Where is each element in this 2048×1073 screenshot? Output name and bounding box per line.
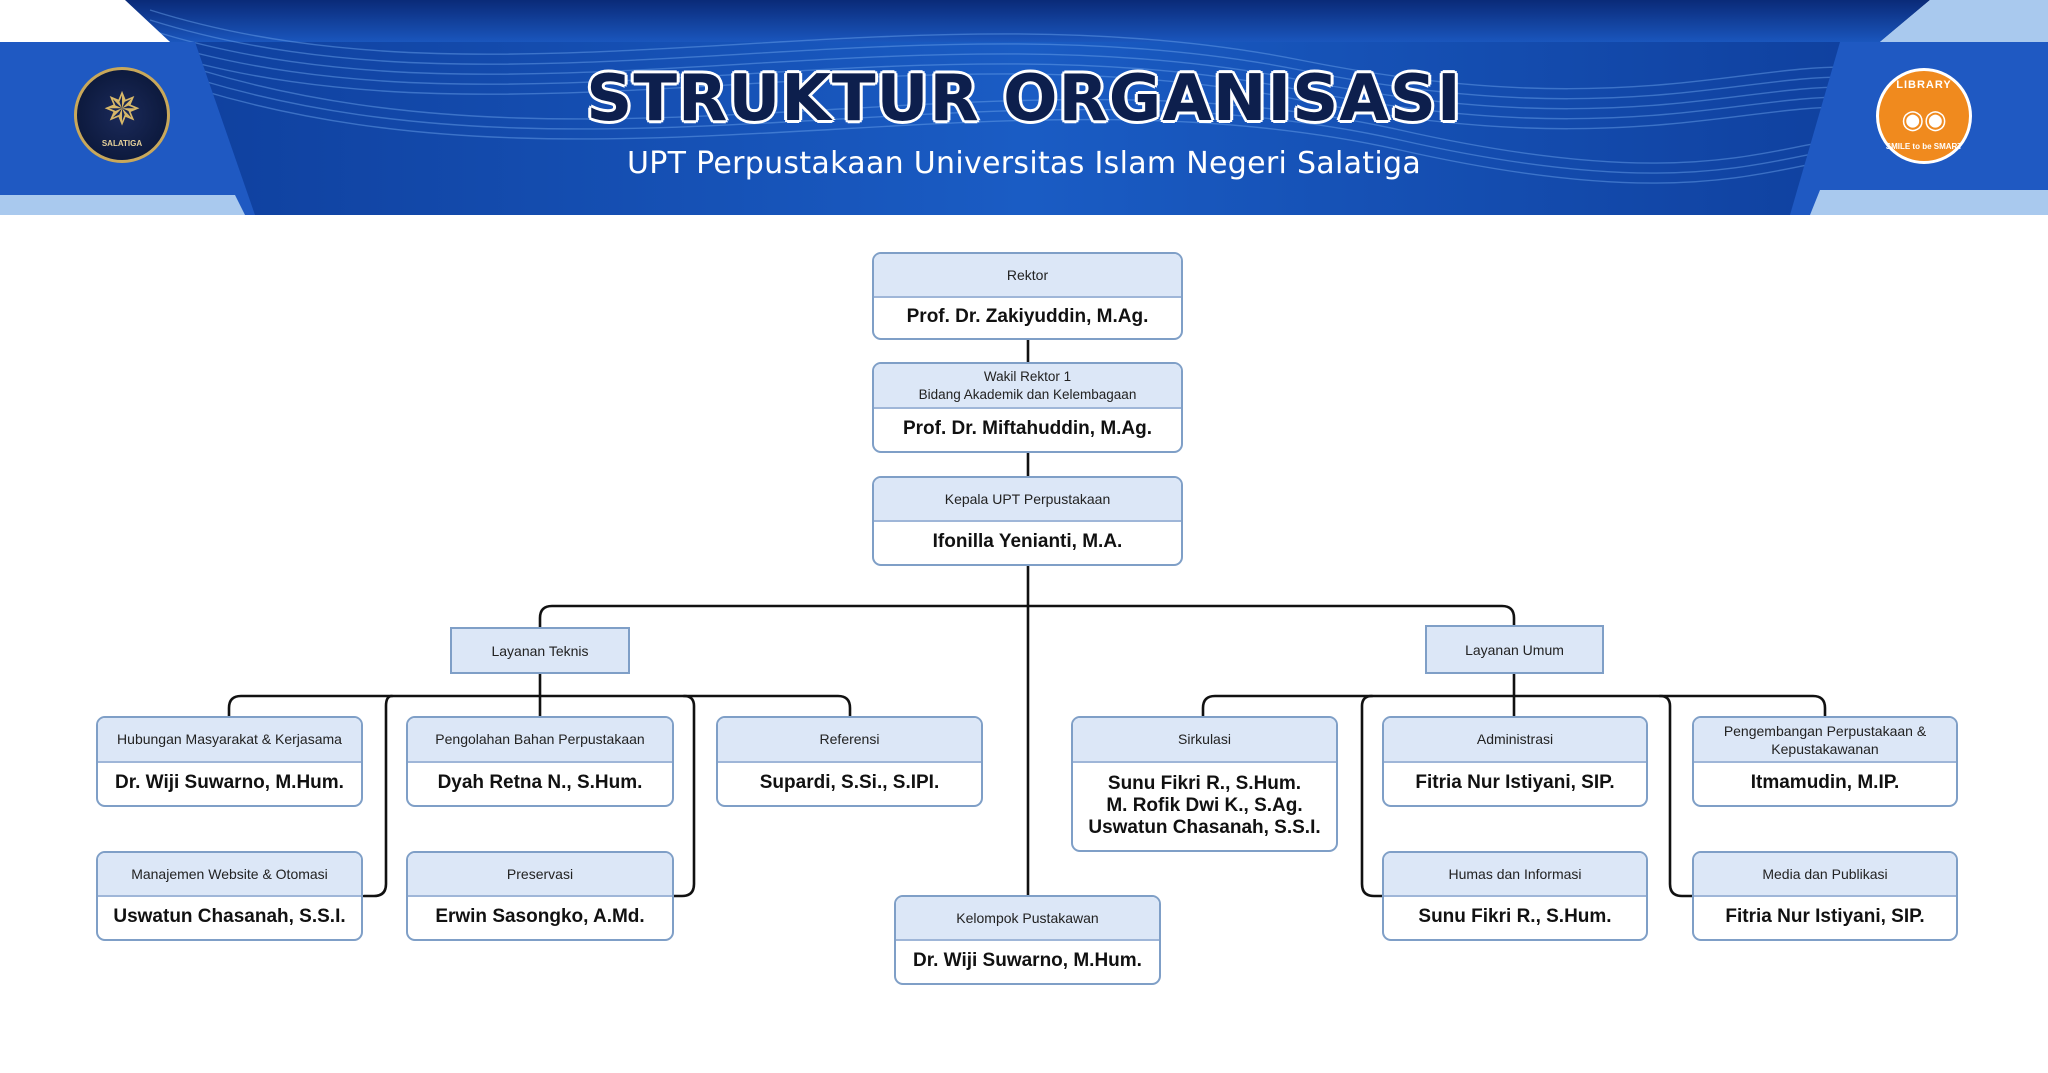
node-wakil-rektor: Wakil Rektor 1 Bidang Akademik dan Kelem… (872, 362, 1183, 453)
node-role: Pengembangan Perpustakaan & Kepustakawan… (1694, 718, 1956, 763)
node-role: Sirkulasi (1073, 718, 1336, 763)
person-name: Fitria Nur Istiyani, SIP. (1415, 772, 1615, 793)
person-name: M. Rofik Dwi K., S.Ag. (1106, 794, 1303, 816)
node-role: Wakil Rektor 1 Bidang Akademik dan Kelem… (874, 364, 1181, 409)
node-manajemen-website: Manajemen Website & Otomasi Uswatun Chas… (96, 851, 363, 941)
node-names: Dr. Wiji Suwarno, M.Hum. (896, 939, 1159, 983)
node-kepala-upt: Kepala UPT Perpustakaan Ifonilla Yeniant… (872, 476, 1183, 566)
node-kelompok-pustakawan: Kelompok Pustakawan Dr. Wiji Suwarno, M.… (894, 895, 1161, 985)
node-names: Sunu Fikri R., S.Hum. M. Rofik Dwi K., S… (1073, 761, 1336, 850)
person-name: Uswatun Chasanah, S.S.I. (1088, 816, 1321, 838)
person-name: Prof. Dr. Miftahuddin, M.Ag. (902, 418, 1153, 439)
header-banner: ✵ SALATIGA LIBRARY ◉◉ SMILE to be SMART … (0, 0, 2048, 215)
node-role: Preservasi (408, 853, 672, 897)
node-names: Itmamudin, M.IP. (1694, 761, 1956, 805)
person-name: Ifonilla Yenianti, M.A. (932, 531, 1123, 552)
node-role: Humas dan Informasi (1384, 853, 1646, 897)
node-names: Supardi, S.Si., S.IPI. (718, 761, 981, 805)
uin-salatiga-logo: ✵ SALATIGA (74, 67, 170, 163)
node-names: Sunu Fikri R., S.Hum. (1384, 895, 1646, 939)
node-role: Media dan Publikasi (1694, 853, 1956, 897)
node-names: Ifonilla Yenianti, M.A. (874, 520, 1181, 564)
node-preservasi: Preservasi Erwin Sasongko, A.Md. (406, 851, 674, 941)
connector-teknis-col1 (362, 694, 394, 898)
node-humas-informasi: Humas dan Informasi Sunu Fikri R., S.Hum… (1382, 851, 1648, 941)
star-emblem-icon: ✵ (102, 83, 142, 135)
node-names: Prof. Dr. Miftahuddin, M.Ag. (874, 407, 1181, 451)
section-layanan-teknis: Layanan Teknis (450, 627, 630, 674)
node-pengolahan: Pengolahan Bahan Perpustakaan Dyah Retna… (406, 716, 674, 807)
person-name: Prof. Dr. Zakiyuddin, M.Ag. (906, 306, 1149, 327)
node-names: Fitria Nur Istiyani, SIP. (1384, 761, 1646, 805)
node-pengembangan: Pengembangan Perpustakaan & Kepustakawan… (1692, 716, 1958, 807)
header-background (0, 0, 2048, 215)
person-name: Itmamudin, M.IP. (1750, 772, 1900, 793)
node-role: Manajemen Website & Otomasi (98, 853, 361, 897)
node-role: Kepala UPT Perpustakaan (874, 478, 1181, 522)
page-title: STRUKTUR ORGANISASI (586, 62, 1462, 136)
node-role: Administrasi (1384, 718, 1646, 763)
library-logo: LIBRARY ◉◉ SMILE to be SMART (1876, 68, 1972, 164)
node-referensi: Referensi Supardi, S.Si., S.IPI. (716, 716, 983, 807)
page-subtitle: UPT Perpustakaan Universitas Islam Neger… (626, 146, 1422, 181)
node-names: Uswatun Chasanah, S.S.I. (98, 895, 361, 939)
node-sirkulasi: Sirkulasi Sunu Fikri R., S.Hum. M. Rofik… (1071, 716, 1338, 852)
logo-right-bottom-text: SMILE to be SMART (1885, 142, 1963, 151)
person-name: Sunu Fikri R., S.Hum. (1107, 772, 1302, 794)
person-name: Supardi, S.Si., S.IPI. (759, 772, 940, 793)
connector-umum-col2 (1658, 694, 1694, 898)
logo-left-text: SALATIGA (101, 139, 143, 148)
node-names: Dyah Retna N., S.Hum. (408, 761, 672, 805)
node-media-publikasi: Media dan Publikasi Fitria Nur Istiyani,… (1692, 851, 1958, 941)
node-role: Rektor (874, 254, 1181, 298)
person-name: Fitria Nur Istiyani, SIP. (1725, 906, 1925, 927)
person-name: Erwin Sasongko, A.Md. (435, 906, 645, 927)
node-names: Erwin Sasongko, A.Md. (408, 895, 672, 939)
person-name: Sunu Fikri R., S.Hum. (1418, 906, 1612, 927)
node-names: Dr. Wiji Suwarno, M.Hum. (98, 761, 361, 805)
person-name: Dr. Wiji Suwarno, M.Hum. (913, 950, 1142, 971)
node-role: Kelompok Pustakawan (896, 897, 1159, 941)
node-role: Pengolahan Bahan Perpustakaan (408, 718, 672, 763)
connector-split-right (1026, 604, 1516, 629)
node-role: Hubungan Masyarakat & Kerjasama (98, 718, 361, 763)
owl-eyes-icon: ◉◉ (1901, 104, 1947, 134)
person-name: Uswatun Chasanah, S.S.I. (113, 906, 346, 927)
person-name: Dyah Retna N., S.Hum. (437, 772, 643, 793)
connector-umum-col1 (1360, 694, 1384, 898)
logo-right-top-text: LIBRARY (1896, 79, 1952, 91)
connector-teknis-col2 (672, 694, 696, 898)
person-name: Dr. Wiji Suwarno, M.Hum. (115, 772, 344, 793)
connector-split-left (538, 604, 1030, 629)
node-role: Referensi (718, 718, 981, 763)
node-administrasi: Administrasi Fitria Nur Istiyani, SIP. (1382, 716, 1648, 807)
section-layanan-umum: Layanan Umum (1425, 625, 1604, 674)
node-names: Prof. Dr. Zakiyuddin, M.Ag. (874, 296, 1181, 338)
node-rektor: Rektor Prof. Dr. Zakiyuddin, M.Ag. (872, 252, 1183, 340)
node-names: Fitria Nur Istiyani, SIP. (1694, 895, 1956, 939)
node-humas-kerjasama: Hubungan Masyarakat & Kerjasama Dr. Wiji… (96, 716, 363, 807)
